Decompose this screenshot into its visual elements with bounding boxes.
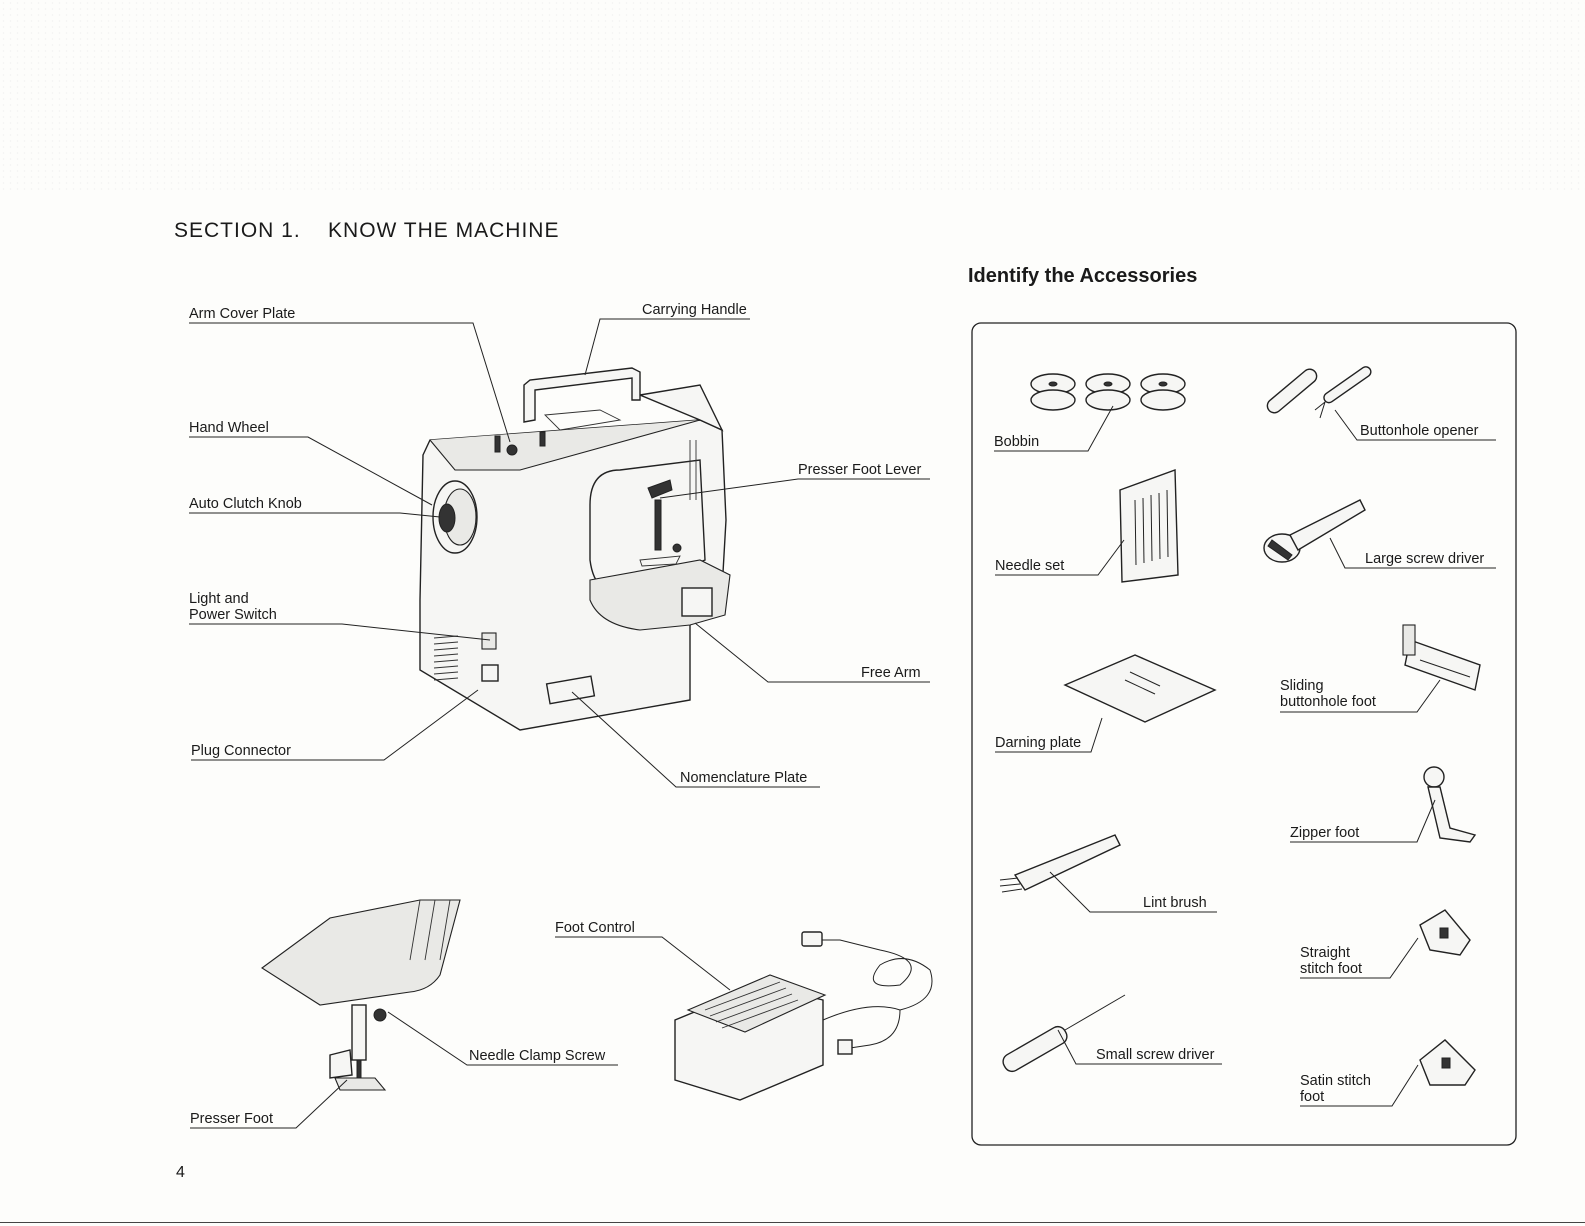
needle-detail-leader-lines	[190, 1011, 618, 1129]
label-light-power-switch-line2: Power Switch	[189, 607, 277, 623]
page-number: 4	[176, 1164, 185, 1181]
darning-plate-illustration	[1063, 654, 1217, 723]
label-light-power-switch-line1: Light and	[189, 591, 249, 607]
label-straight-stitch-foot-line1: Straight	[1300, 945, 1350, 961]
satin-stitch-foot-illustration	[1419, 1039, 1476, 1086]
small-screwdriver-illustration	[1002, 994, 1126, 1073]
label-presser-foot: Presser Foot	[190, 1111, 273, 1127]
label-zipper-foot: Zipper foot	[1290, 825, 1360, 841]
label-needle-clamp-screw: Needle Clamp Screw	[469, 1048, 606, 1064]
lint-brush-illustration	[999, 834, 1121, 893]
accessory-leader-lines	[994, 405, 1496, 1107]
buttonhole-opener-illustration	[1266, 366, 1372, 419]
label-auto-clutch-knob: Auto Clutch Knob	[189, 496, 302, 512]
large-screwdriver-illustration	[1263, 499, 1366, 563]
bobbins-illustration	[1030, 373, 1186, 411]
foot-control-illustration	[674, 931, 933, 1101]
label-free-arm: Free Arm	[861, 665, 921, 681]
label-foot-control: Foot Control	[555, 920, 635, 936]
label-plug-connector: Plug Connector	[191, 743, 291, 759]
label-hand-wheel: Hand Wheel	[189, 420, 269, 436]
label-presser-foot-lever: Presser Foot Lever	[798, 462, 922, 478]
label-lint-brush: Lint brush	[1143, 895, 1207, 911]
label-needle-set: Needle set	[995, 558, 1065, 574]
straight-stitch-foot-illustration	[1419, 909, 1471, 956]
label-bobbin: Bobbin	[994, 434, 1040, 450]
label-sliding-buttonhole-foot-line1: Sliding	[1280, 678, 1324, 694]
label-nomenclature-plate: Nomenclature Plate	[680, 770, 808, 786]
label-large-screw-driver: Large screw driver	[1365, 551, 1485, 567]
zipper-foot-illustration	[1423, 766, 1477, 843]
label-sliding-buttonhole-foot-line2: buttonhole foot	[1280, 694, 1376, 710]
sewing-machine-illustration	[419, 367, 731, 731]
label-small-screw-driver: Small screw driver	[1096, 1047, 1215, 1063]
needle-set-illustration	[1119, 469, 1179, 583]
label-carrying-handle: Carrying Handle	[642, 302, 747, 318]
label-darning-plate: Darning plate	[995, 735, 1082, 751]
foot-control-leader-line	[555, 936, 731, 991]
label-satin-stitch-foot-line2: foot	[1300, 1089, 1325, 1105]
section-title: SECTION 1. KNOW THE MACHINE	[174, 219, 560, 242]
label-buttonhole-opener: Buttonhole opener	[1360, 423, 1479, 439]
label-satin-stitch-foot-line1: Satin stitch	[1300, 1073, 1371, 1089]
needle-detail-illustration	[261, 899, 461, 1091]
accessories-frame	[971, 322, 1517, 1146]
sliding-buttonhole-foot-illustration	[1402, 624, 1481, 691]
label-arm-cover-plate: Arm Cover Plate	[189, 306, 296, 322]
scan-texture	[0, 0, 1585, 190]
page-bottom-rule	[0, 1222, 1585, 1223]
machine-leader-lines	[189, 318, 930, 788]
accessories-title: Identify the Accessories	[968, 265, 1198, 287]
label-straight-stitch-foot-line2: stitch foot	[1300, 961, 1363, 977]
